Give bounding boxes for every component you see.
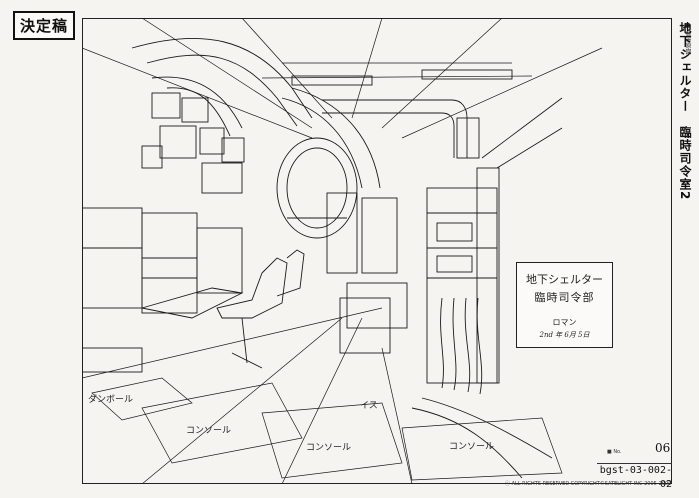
ceiling-lines: [82, 18, 603, 139]
note-line-4: 2nd 年 6月 5日: [539, 331, 590, 339]
cut-number-label: ■ No.: [607, 449, 622, 455]
scene-title: 地下シェルター 臨時司令室2: [678, 22, 692, 201]
note-line-2: 臨時司令部: [534, 291, 595, 304]
ceiling-pipes: [131, 37, 480, 189]
note-line-3: ロマン: [552, 318, 577, 327]
drawing-frame: [82, 18, 672, 484]
annotation-card: 地下シェルター 臨時司令部 ロマン 2nd 年 6月 5日: [516, 262, 613, 348]
final-draft-stamp: 決定稿: [13, 11, 76, 40]
label-console-1: コンソール: [186, 426, 232, 436]
chairs: [216, 249, 305, 369]
left-consoles: [82, 207, 244, 373]
cut-number: 06: [655, 441, 671, 455]
tunnel: [276, 137, 358, 239]
copyright-notice: ⓒ ALL RIGHTS RESERVED COPYRIGHT©SATELIGH…: [505, 481, 672, 487]
label-chair: イス: [360, 401, 378, 411]
ceiling-light-right: [421, 69, 513, 80]
ceiling-light-left: [291, 75, 373, 86]
sheet-code: bgst-03-002-02: [597, 463, 672, 490]
label-console-3: コンソール: [449, 442, 495, 452]
background-line-art: [82, 18, 603, 484]
title-small-label: ■ 背景原図: [684, 22, 691, 55]
center-consoles: [326, 192, 408, 354]
note-line-1: 地下シェルター: [526, 273, 603, 286]
monitor-cluster: [141, 92, 245, 194]
label-danball: ダンボール: [88, 395, 134, 405]
label-console-2: コンソール: [306, 443, 352, 453]
floor-lines: [82, 307, 563, 484]
right-rack: [411, 167, 553, 479]
